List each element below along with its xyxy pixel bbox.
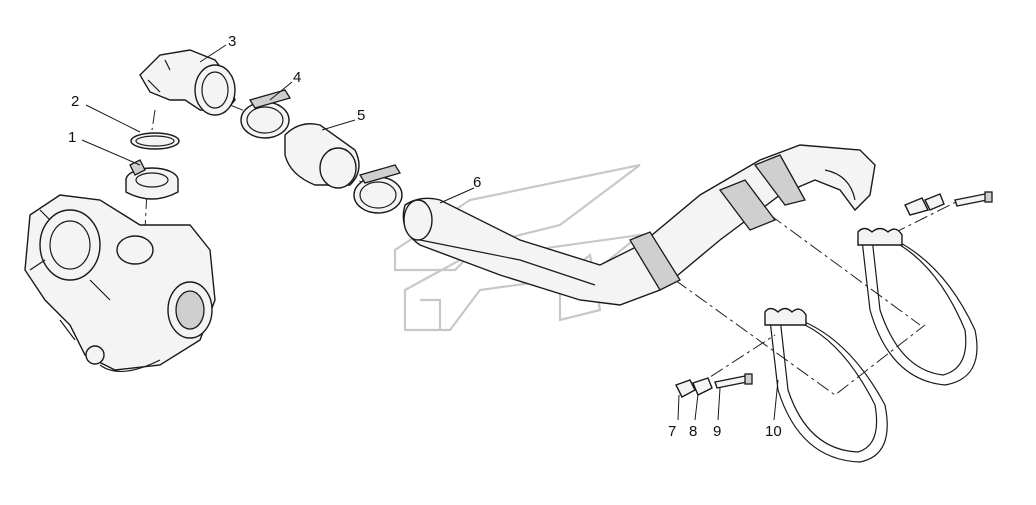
part-4-hose-clamp-lower — [353, 164, 403, 214]
part-4-hose-clamp-upper — [240, 89, 292, 139]
callout-5: 5 — [357, 107, 365, 124]
part-2-gasket-ring — [130, 132, 180, 150]
callout-6: 6 — [473, 174, 481, 191]
callout-3: 3 — [228, 33, 236, 50]
turbocharger — [24, 194, 216, 373]
callout-9: 9 — [713, 423, 721, 440]
part-9-bolt-lower — [714, 373, 753, 389]
callout-2: 2 — [71, 93, 79, 110]
part-1-flange — [125, 159, 179, 200]
callout-4: 4 — [293, 69, 301, 86]
callout-7: 7 — [668, 423, 676, 440]
callout-10: 10 — [765, 423, 782, 440]
part-9-bolt-upper — [904, 191, 993, 216]
part-10-strap-band-rear — [857, 227, 978, 386]
part-10-strap-band-front — [764, 307, 888, 463]
part-5-sleeve — [284, 123, 360, 189]
part-6-intake-pipe — [402, 144, 876, 306]
callout-labels: 1 2 3 4 5 6 7 8 9 10 — [68, 33, 782, 440]
callout-leaders — [81, 44, 779, 421]
part-8-bracket — [692, 377, 713, 396]
part-7-bracket — [675, 379, 696, 398]
callout-1: 1 — [68, 129, 76, 146]
assembly-axis-lines — [144, 104, 961, 396]
callout-8: 8 — [689, 423, 697, 440]
part-3-elbow-outlet — [139, 49, 236, 116]
